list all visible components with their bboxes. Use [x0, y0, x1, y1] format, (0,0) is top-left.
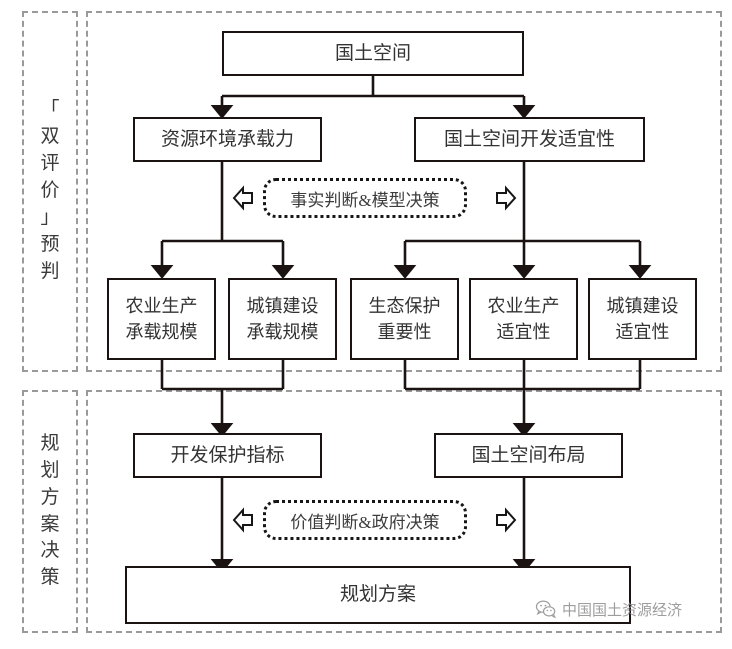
watermark-text: 中国国土资源经济: [562, 601, 683, 619]
node-label: 国土空间布局: [471, 444, 586, 466]
node-territorial-space-layout[interactable]: 国土空间布局: [434, 433, 623, 478]
group-label-char: 」: [40, 206, 60, 228]
group-frame-plan-label: [22, 390, 78, 633]
wechat-icon: [535, 600, 557, 619]
node-agriculture-carrying-scale[interactable]: 农业生产 承载规模: [107, 278, 216, 360]
group-label-char: 评: [40, 153, 60, 175]
node-label-line1: 生态保护: [368, 295, 441, 316]
note-value-judgement: 价值判断&政府决策: [263, 500, 467, 540]
group-label-char: 价: [40, 180, 60, 202]
note-fact-left-arrow-icon: [232, 185, 253, 211]
group-label-char: 决: [40, 540, 60, 562]
node-label-line1: 城镇建设: [606, 295, 679, 316]
node-label-line2: 适宜性: [496, 322, 551, 342]
note-label: 价值判断&政府决策: [290, 512, 440, 532]
group-label-char: 预: [40, 233, 60, 255]
note-fact-right-arrow-icon: [496, 185, 517, 211]
group-label-char: 案: [40, 513, 60, 535]
node-label-line1: 城镇建设: [246, 295, 319, 316]
group-label-char: 判: [40, 260, 60, 282]
group-label-char: 划: [40, 459, 60, 481]
node-resource-environment-carrying-capacity[interactable]: 资源环境承载力: [133, 117, 322, 162]
node-label-line2: 适宜性: [615, 322, 670, 342]
node-urban-construction-suitability[interactable]: 城镇建设 适宜性: [588, 278, 697, 360]
group-label-plan-decision: 规 划 方 案 决 策: [22, 390, 78, 633]
node-root-territorial-space[interactable]: 国土空间: [222, 31, 524, 76]
group-label-char: 策: [40, 567, 60, 589]
watermark: 中国国土资源经济: [535, 598, 682, 620]
node-urban-construction-carrying-scale[interactable]: 城镇建设 承载规模: [228, 278, 337, 360]
node-label: 资源环境承载力: [160, 128, 294, 150]
node-label: 国土空间开发适宜性: [443, 128, 615, 150]
note-value-left-arrow-icon: [232, 507, 253, 533]
node-label-line1: 农业生产: [487, 295, 560, 316]
group-label-char: 双: [40, 126, 60, 148]
note-fact-judgement: 事实判断&模型决策: [263, 178, 467, 218]
group-label-char: 方: [40, 486, 60, 508]
group-label-char: 「: [40, 99, 60, 121]
node-development-protection-indicators[interactable]: 开发保护指标: [133, 433, 322, 478]
note-label: 事实判断&模型决策: [290, 190, 440, 210]
node-label-line2: 承载规模: [125, 322, 198, 342]
group-label-char: 规: [40, 432, 60, 454]
group-label-prejudgement: 「 双 评 价 」 预 判: [22, 11, 78, 372]
node-label-line2: 重要性: [377, 322, 432, 342]
node-ecological-protection-importance[interactable]: 生态保护 重要性: [350, 278, 459, 360]
node-label-line2: 承载规模: [246, 322, 319, 342]
node-label: 国土空间: [334, 42, 411, 64]
note-value-right-arrow-icon: [496, 507, 517, 533]
node-territorial-development-suitability[interactable]: 国土空间开发适宜性: [414, 117, 645, 162]
group-frame-prejudgement-label: [22, 11, 78, 372]
group-frame-plan-body: [86, 390, 722, 633]
node-agriculture-suitability[interactable]: 农业生产 适宜性: [469, 278, 578, 360]
node-label: 规划方案: [339, 584, 416, 606]
node-label: 开发保护指标: [170, 444, 285, 466]
node-label-line1: 农业生产: [125, 295, 198, 316]
